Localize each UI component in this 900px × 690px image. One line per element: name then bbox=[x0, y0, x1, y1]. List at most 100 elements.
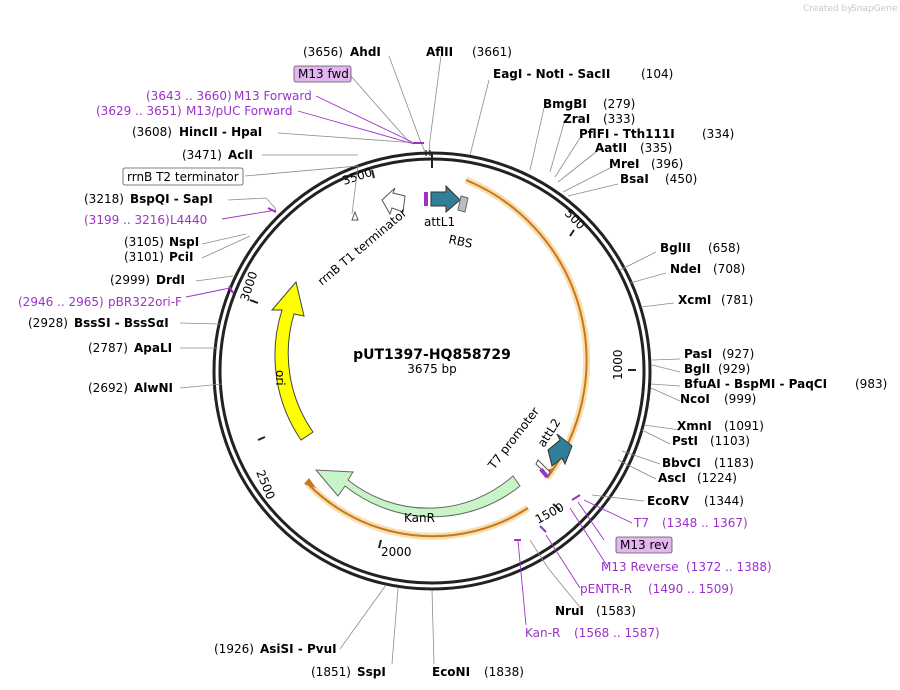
site-alwni-name[interactable]: AlwNI bbox=[134, 381, 173, 395]
primer-l4440-name[interactable]: L4440 bbox=[170, 213, 207, 227]
site-sspi-name[interactable]: SspI bbox=[357, 665, 386, 679]
site-bspqi-name[interactable]: BspQI - SapI bbox=[130, 192, 213, 206]
t7-promoter-label: T7 promoter bbox=[485, 404, 543, 472]
site-xmni-name[interactable]: XmnI bbox=[677, 419, 712, 433]
primer-m13puc-name[interactable]: M13/pUC Forward bbox=[186, 104, 293, 118]
site-bgli-name[interactable]: BglI bbox=[684, 362, 710, 376]
primer-l4440-range: (3199 .. 3216) bbox=[84, 213, 170, 227]
site-xcmi-name[interactable]: XcmI bbox=[678, 293, 711, 307]
primer-pbr322-name[interactable]: pBR322ori-F bbox=[108, 295, 182, 309]
primer-m13-forward-range: (3643 .. 3660) bbox=[146, 89, 232, 103]
site-bglii-pos: (658) bbox=[708, 241, 740, 255]
tick-500: 500 bbox=[562, 206, 588, 232]
rrnb-t2-label: rrnB T2 terminator bbox=[127, 170, 239, 184]
rrnb-t1-label: rrnB T1 terminator bbox=[315, 206, 410, 289]
site-mrei-pos: (396) bbox=[651, 157, 683, 171]
site-bbvci-name[interactable]: BbvCI bbox=[662, 456, 701, 470]
site-drdi-pos: (2999) bbox=[110, 273, 150, 287]
primer-t7-range: (1348 .. 1367) bbox=[662, 516, 748, 530]
site-ncoi-name[interactable]: NcoI bbox=[680, 392, 710, 406]
site-pflfi-name[interactable]: PflFI - Tth111I bbox=[579, 127, 675, 141]
site-drdi-name[interactable]: DrdI bbox=[156, 273, 185, 287]
orange-arc-bottom bbox=[304, 478, 530, 540]
site-ahdi-name[interactable]: AhdI bbox=[350, 45, 381, 59]
site-aatii-name[interactable]: AatII bbox=[595, 141, 627, 155]
ori-label: ori bbox=[273, 370, 287, 386]
site-acli-pos: (3471) bbox=[182, 148, 222, 162]
primer-m13puc-range: (3629 .. 3651) bbox=[96, 104, 182, 118]
primer-m13-forward-name[interactable]: M13 Forward bbox=[234, 89, 312, 103]
primer-pentr-name[interactable]: pENTR-R bbox=[580, 582, 632, 596]
site-bsssi-name[interactable]: BssSI - BssSαI bbox=[74, 316, 169, 330]
site-zrai-name[interactable]: ZraI bbox=[563, 112, 590, 126]
site-psti-name[interactable]: PstI bbox=[672, 434, 698, 448]
primer-leader-lines bbox=[185, 95, 633, 626]
tick-2000: 2000 bbox=[381, 545, 412, 559]
site-bfuai-pos: (983) bbox=[855, 377, 887, 391]
kanr-label: KanR bbox=[404, 511, 435, 525]
site-sspi-pos: (1851) bbox=[311, 665, 351, 679]
site-mrei-name[interactable]: MreI bbox=[609, 157, 639, 171]
site-econi-pos: (1838) bbox=[484, 665, 524, 679]
site-nspi-name[interactable]: NspI bbox=[169, 235, 199, 249]
attL1-label: attL1 bbox=[424, 215, 455, 229]
site-ndei-pos: (708) bbox=[713, 262, 745, 276]
site-acli-name[interactable]: AclI bbox=[228, 148, 253, 162]
credit-brand: SnapGene bbox=[851, 4, 898, 14]
site-apali-name[interactable]: ApaLI bbox=[134, 341, 172, 355]
feature-rrnb-t2-box[interactable]: rrnB T2 terminator bbox=[122, 167, 244, 186]
tick-1000: 1000 bbox=[611, 349, 625, 380]
site-hincii-pos: (3608) bbox=[132, 125, 172, 139]
attl2-site bbox=[539, 467, 549, 479]
site-pcii-name[interactable]: PciI bbox=[169, 250, 194, 264]
site-bglii-name[interactable]: BglII bbox=[660, 241, 691, 255]
site-econi-name[interactable]: EcoNI bbox=[432, 665, 470, 679]
site-asci-pos: (1224) bbox=[697, 471, 737, 485]
site-psti-pos: (1103) bbox=[710, 434, 750, 448]
leader-lines bbox=[179, 55, 681, 665]
site-asci-name[interactable]: AscI bbox=[658, 471, 686, 485]
site-apali-pos: (2787) bbox=[88, 341, 128, 355]
rbs-label: RBS bbox=[447, 232, 473, 251]
site-ecorv-name[interactable]: EcoRV bbox=[647, 494, 690, 508]
site-eagi-pos: (104) bbox=[641, 67, 673, 81]
site-asisi-name[interactable]: AsiSI - PvuI bbox=[260, 642, 337, 656]
site-ndei-name[interactable]: NdeI bbox=[670, 262, 701, 276]
rrnb-t1-feature bbox=[381, 187, 406, 216]
credit-prefix: Created by bbox=[803, 4, 853, 14]
site-bsai-name[interactable]: BsaI bbox=[620, 172, 649, 186]
primer-m13-reverse-name[interactable]: M13 Reverse bbox=[601, 560, 679, 574]
site-aflii-name[interactable]: AflII bbox=[426, 45, 453, 59]
site-ahdi-pos: (3656) bbox=[303, 45, 343, 59]
primer-m13-fwd-box[interactable]: M13 fwd bbox=[293, 65, 352, 83]
site-pasi-name[interactable]: PasI bbox=[684, 347, 712, 361]
attl2-feature[interactable] bbox=[547, 433, 573, 467]
site-aflii-pos: (3661) bbox=[472, 45, 512, 59]
site-nspi-pos: (3105) bbox=[124, 235, 164, 249]
plasmid-length: 3675 bp bbox=[407, 362, 457, 376]
primer-pentr-range: (1490 .. 1509) bbox=[648, 582, 734, 596]
primer-kanr-range: (1568 .. 1587) bbox=[574, 626, 660, 640]
site-bsssi-pos: (2928) bbox=[28, 316, 68, 330]
site-hincii-name[interactable]: HincII - HpaI bbox=[179, 125, 262, 139]
site-eagi-name[interactable]: EagI - NotI - SacII bbox=[493, 67, 610, 81]
kanr-feature[interactable] bbox=[314, 469, 521, 518]
site-bgli-pos: (929) bbox=[718, 362, 750, 376]
site-nrui-name[interactable]: NruI bbox=[555, 604, 584, 618]
primer-pbr322-range: (2946 .. 2965) bbox=[18, 295, 104, 309]
site-pflfi-pos: (334) bbox=[702, 127, 734, 141]
primer-m13-reverse-range: (1372 .. 1388) bbox=[686, 560, 772, 574]
site-bfuai-name[interactable]: BfuAI - BspMI - PaqCI bbox=[684, 377, 827, 391]
rbs-feature bbox=[457, 195, 469, 213]
primer-kanr-name[interactable]: Kan-R bbox=[525, 626, 560, 640]
site-bmgbi-name[interactable]: BmgBI bbox=[543, 97, 587, 111]
site-pcii-pos: (3101) bbox=[124, 250, 164, 264]
ori-feature[interactable] bbox=[270, 280, 314, 441]
site-bsai-pos: (450) bbox=[665, 172, 697, 186]
primer-marks bbox=[228, 142, 581, 541]
site-xmni-pos: (1091) bbox=[724, 419, 764, 433]
primer-m13-rev-box[interactable]: M13 rev bbox=[615, 536, 673, 554]
primer-t7-name[interactable]: T7 bbox=[633, 516, 649, 530]
attL1-feature[interactable] bbox=[430, 184, 461, 214]
site-marks bbox=[425, 150, 431, 156]
